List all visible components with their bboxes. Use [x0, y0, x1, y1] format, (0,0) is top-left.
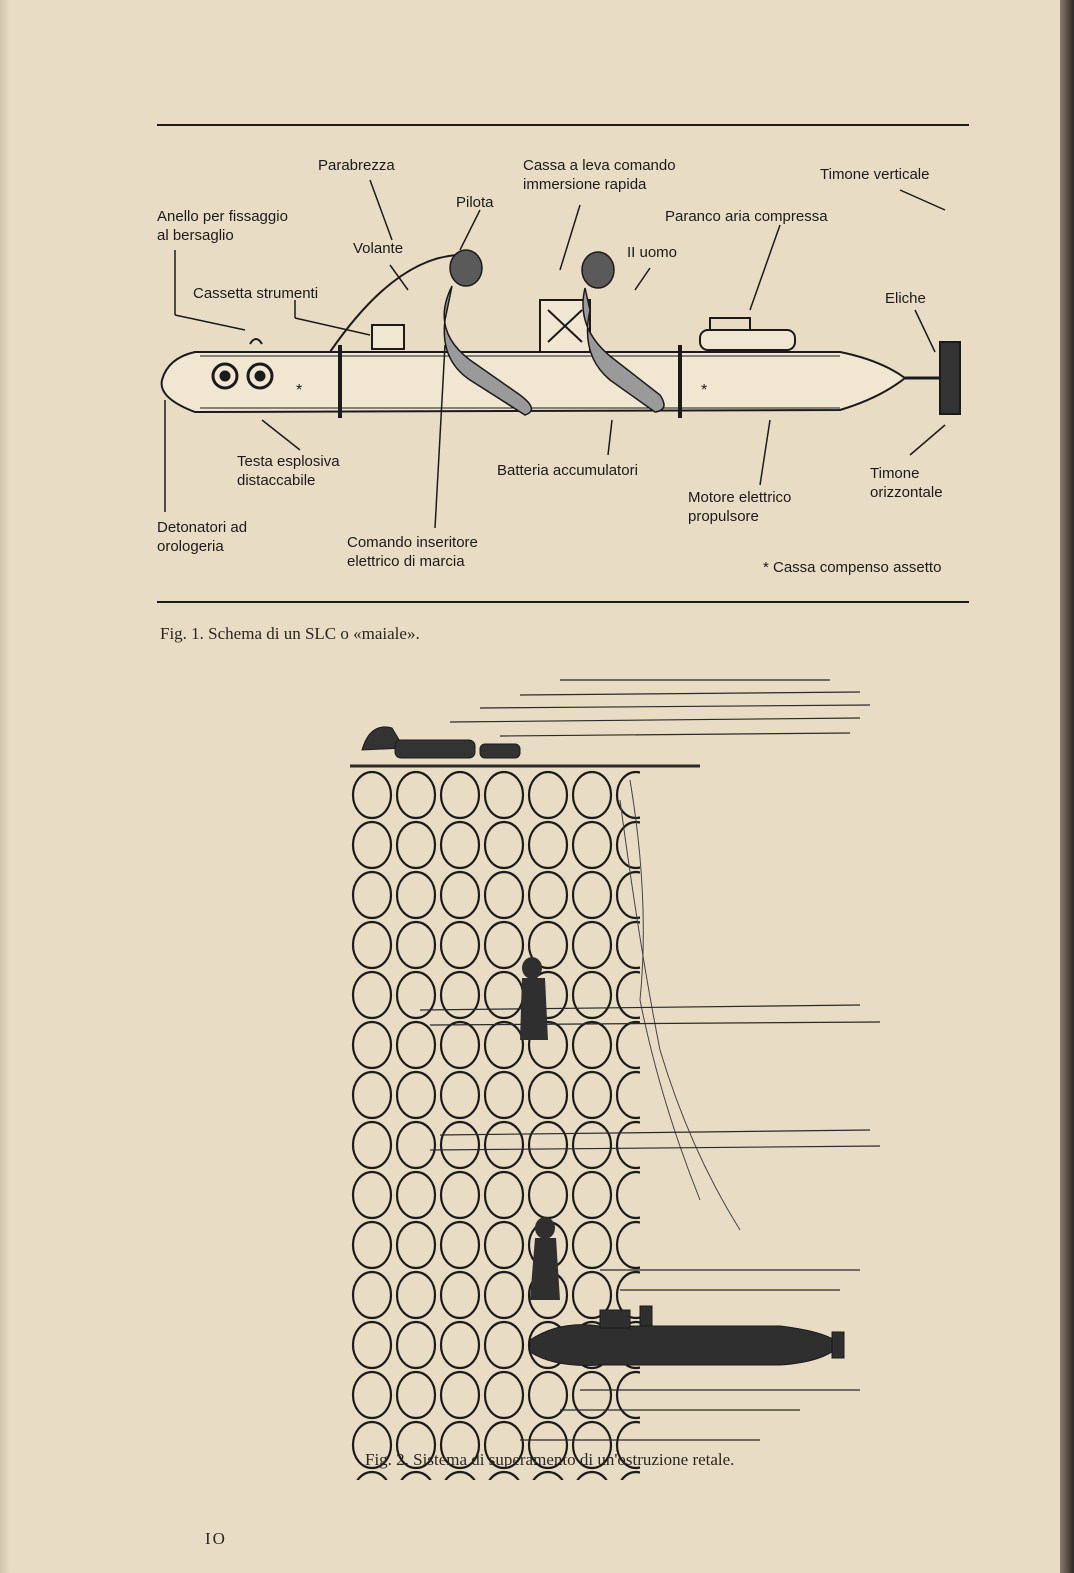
label-anello: Anello per fissaggio al bersaglio [157, 208, 288, 244]
figure1-bottom-rule [157, 601, 969, 603]
label-cassa-compenso: * Cassa compenso assetto [763, 559, 942, 576]
figure1-top-rule [157, 124, 969, 126]
slc-body [160, 253, 961, 418]
label-cassa-leva: Cassa a leva comando immersione rapida [523, 157, 676, 193]
figure1-caption: Fig. 1. Schema di un SLC o «maiale». [160, 624, 420, 643]
label-timone-orizzontale: Timone orizzontale [870, 465, 943, 501]
figure2-caption: Fig. 2. Sistema di superamento di un'ost… [365, 1450, 735, 1469]
net-loose-strands [619, 779, 741, 1231]
label-paranco: Paranco aria compressa [665, 208, 828, 225]
label-volante: Volante [353, 240, 404, 257]
anti-submarine-net [350, 770, 640, 1480]
page-number: IO [205, 1529, 227, 1548]
label-eliche: Eliche [885, 290, 926, 307]
asterisk-mark-1: * [296, 382, 302, 399]
underwater-lines [419, 1004, 881, 1441]
label-parabrezza: Parabrezza [318, 157, 395, 174]
label-cassetta: Cassetta strumenti [193, 285, 319, 302]
frogmen [520, 957, 560, 1300]
label-batteria: Batteria accumulatori [497, 462, 638, 479]
surface-buoys [361, 726, 521, 759]
page-gutter-shadow [0, 0, 10, 1573]
water-surface-lines [350, 679, 871, 768]
label-testa: Testa esplosiva distaccabile [237, 453, 340, 489]
slc-submarine [529, 1305, 845, 1366]
label-secondo-uomo: II uomo [627, 244, 678, 261]
figure1-leader-lines [164, 179, 946, 529]
label-timone-verticale: Timone verticale [820, 166, 930, 183]
label-motore: Motore elettrico propulsore [688, 489, 792, 525]
label-comando: Comando inseritore elettrico di marcia [347, 534, 478, 570]
label-pilota: Pilota [456, 194, 494, 211]
slc-divers [443, 249, 665, 416]
slc-portholes [211, 338, 274, 390]
asterisk-mark-2: * [701, 382, 707, 399]
label-detonatori: Detonatori ad orologeria [157, 519, 248, 555]
page-edge [1060, 0, 1074, 1573]
figure1-asterisk-marks: * * [296, 382, 707, 399]
